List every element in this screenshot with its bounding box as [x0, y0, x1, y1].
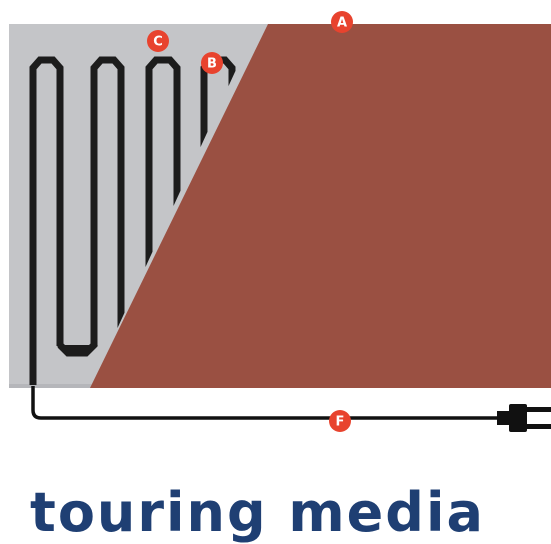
heater-diagram: A B C F [9, 11, 551, 432]
power-plug-icon [497, 404, 551, 432]
marker-b-label: B [207, 57, 217, 72]
power-cable [31, 386, 505, 420]
heating-element-group [29, 56, 236, 385]
marker-c: C [147, 30, 169, 52]
marker-c-label: C [153, 35, 163, 50]
cover-panel [90, 24, 551, 388]
marker-b: B [201, 52, 223, 74]
diagram-caption: touring media [30, 481, 485, 544]
marker-a: A [331, 11, 353, 33]
heating-element [29, 56, 236, 385]
marker-f: F [329, 410, 351, 432]
marker-a-label: A [337, 16, 347, 31]
element-shadow [56, 345, 98, 355]
marker-f-label: F [336, 415, 345, 430]
